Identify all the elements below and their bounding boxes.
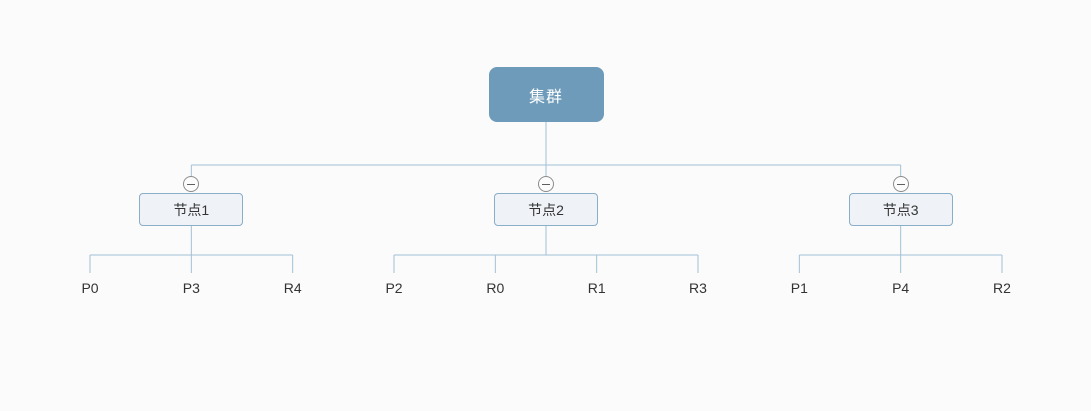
collapse-minus-icon[interactable] xyxy=(538,176,554,192)
tree-leaf-label[interactable]: P1 xyxy=(790,280,808,296)
tree-leaf-label[interactable]: R2 xyxy=(993,280,1011,296)
minus-glyph xyxy=(896,183,905,185)
tree-leaf-label[interactable]: P2 xyxy=(385,280,403,296)
tree-leaf-label[interactable]: P4 xyxy=(892,280,910,296)
tree-leaf-label[interactable]: P0 xyxy=(81,280,99,296)
tree-leaf-label[interactable]: R0 xyxy=(486,280,505,296)
tree-node-1[interactable]: 节点1 xyxy=(139,193,244,226)
tree-root-node-cluster[interactable]: 集群 xyxy=(488,67,604,122)
collapse-minus-icon[interactable] xyxy=(183,176,200,192)
collapse-minus-icon[interactable] xyxy=(892,176,909,192)
tree-leaf-label[interactable]: R3 xyxy=(689,280,707,296)
tree-leaf-label[interactable]: R1 xyxy=(587,280,606,296)
tree-node-3[interactable]: 节点3 xyxy=(848,193,953,226)
tree-node-2[interactable]: 节点2 xyxy=(494,193,598,226)
minus-glyph xyxy=(187,183,196,185)
tree-leaf-label[interactable]: R4 xyxy=(283,280,302,296)
tree-leaf-label[interactable]: P3 xyxy=(182,280,200,296)
minus-glyph xyxy=(542,183,550,185)
